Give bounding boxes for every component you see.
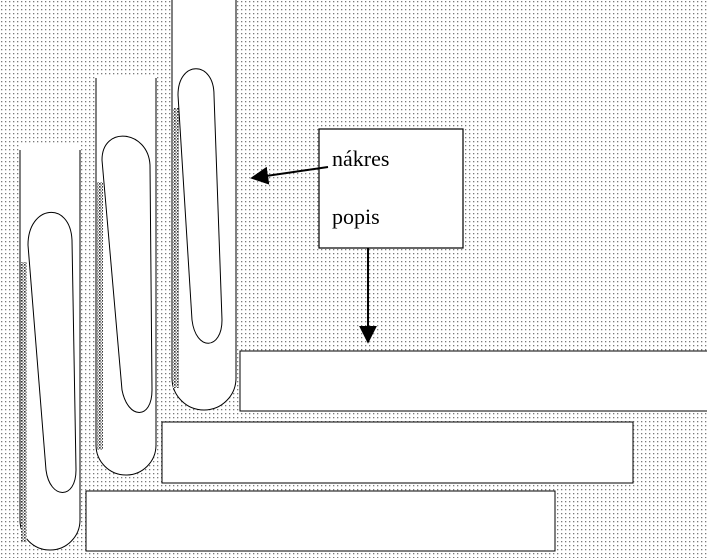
arrow-to-drawing [250, 166, 329, 185]
tube-outline [171, 0, 237, 411]
label-description: popis [332, 204, 380, 229]
sediment-layer [21, 262, 27, 542]
sediment-layer [173, 108, 179, 388]
test-tube-left [19, 145, 81, 551]
answer-field-3[interactable] [85, 490, 556, 552]
tube-outline [95, 78, 157, 476]
sediment-layer [97, 182, 103, 450]
inner-liquid-outline [177, 68, 223, 344]
label-drawing: nákres [332, 146, 389, 171]
test-tube-right [171, 0, 237, 411]
answer-field-2[interactable] [161, 421, 634, 484]
callout-box [318, 128, 464, 249]
inner-liquid-outline [27, 212, 77, 493]
inner-liquid-outline [101, 135, 153, 413]
answer-field-1[interactable] [239, 350, 707, 412]
test-tube-middle [95, 75, 157, 476]
